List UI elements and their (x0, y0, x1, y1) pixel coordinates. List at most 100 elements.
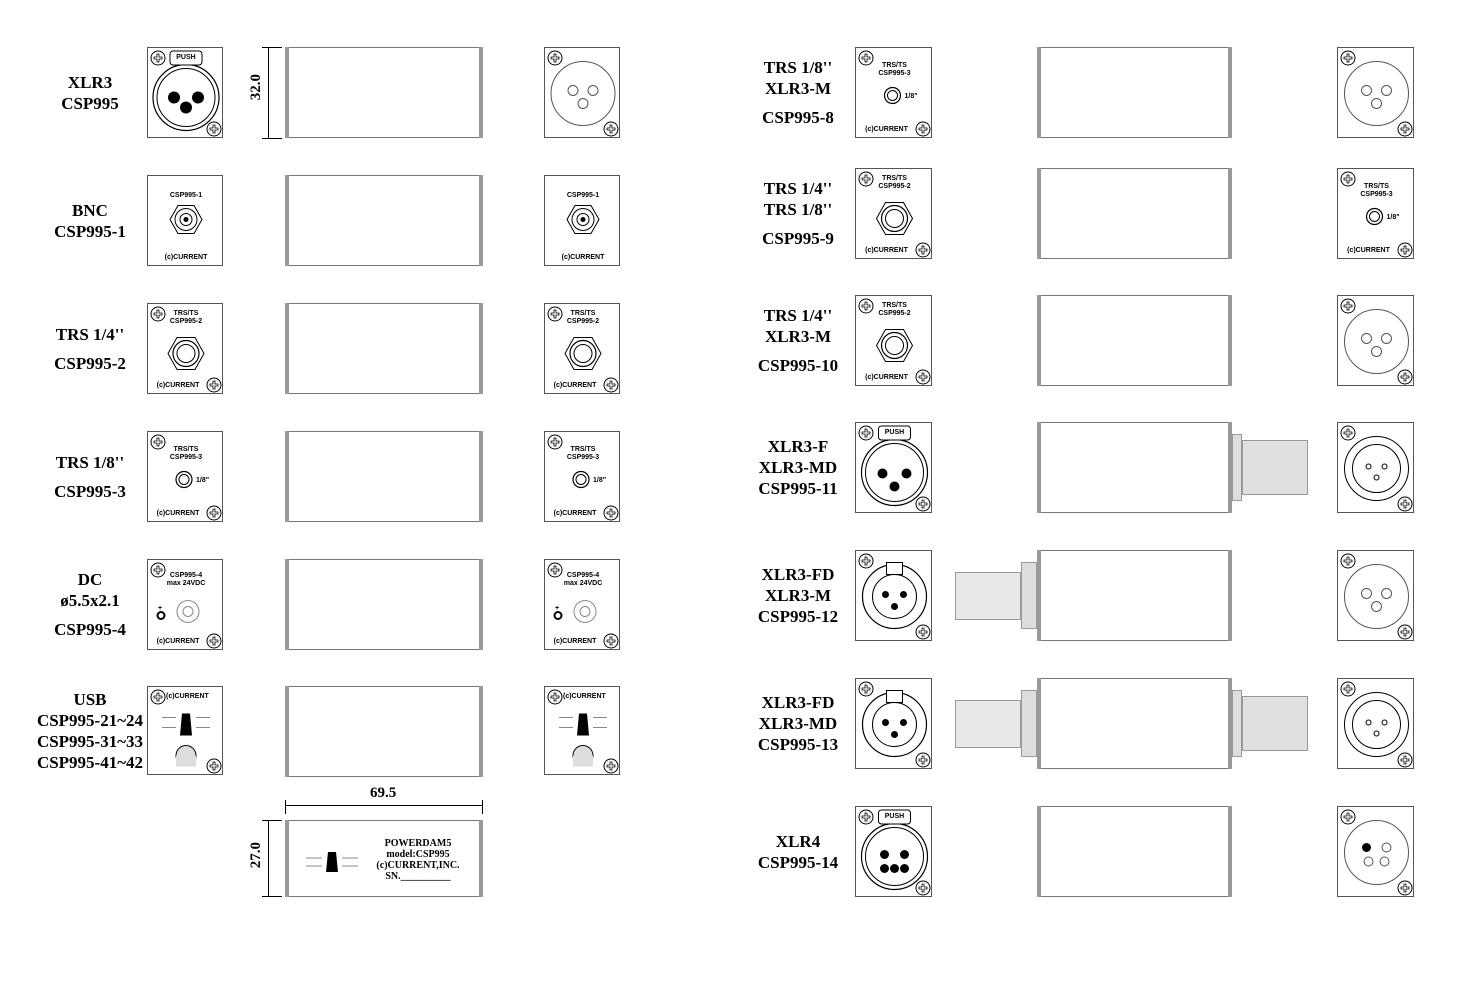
screw-icon (603, 121, 619, 137)
screw-icon (206, 758, 222, 774)
panel-brand: (c)CURRENT (1347, 247, 1390, 254)
panel-model: CSP995-3 (1360, 191, 1393, 198)
enclosure-body (285, 47, 483, 138)
label-line: CSP995-21~24 (36, 710, 144, 730)
panel-graphic (858, 425, 931, 512)
dimension-tick (285, 800, 286, 814)
label-gap (728, 347, 868, 355)
dimension-line-width (285, 805, 483, 806)
panel-type: TRS/TS (882, 175, 907, 182)
label-line: CSP995-3 (54, 481, 126, 501)
panel-brand: (c)CURRENT (561, 254, 605, 261)
panel-xlr-fd (855, 550, 932, 641)
label-gap (728, 99, 868, 107)
enclosure-body (1037, 550, 1232, 641)
panel-graphic (858, 681, 931, 768)
plug-rear-collar (1232, 690, 1242, 757)
enclosure-body (1037, 422, 1232, 513)
label-line: CSP995-14 (757, 852, 839, 872)
screw-icon (858, 809, 874, 825)
label-line: XLR3 (67, 72, 113, 92)
enclosure-body (285, 559, 483, 650)
label-line: CSP995-8 (762, 108, 834, 127)
label-line: XLR3-FD (761, 565, 835, 584)
panel-model: CSP995-1 (169, 192, 203, 199)
panel-graphic (858, 50, 931, 137)
label-gap (728, 220, 868, 228)
panel-brand: (c)CURRENT (553, 382, 597, 389)
panel-graphic (150, 689, 222, 774)
polarity-plus: + (555, 604, 560, 612)
screw-icon (150, 50, 166, 66)
label-line: CSP995-4 (54, 620, 126, 639)
label-gap (20, 611, 160, 619)
label-line: TRS 1/4'' (763, 179, 833, 198)
dimension-tick (262, 47, 282, 48)
screw-icon (915, 752, 931, 768)
panel-model: CSP995-2 (878, 183, 911, 190)
label-line: TRS 1/8'' (763, 58, 833, 77)
enclosure-body (1037, 47, 1232, 138)
dimension-height-bottom: 27.0 (248, 842, 264, 869)
label-line: CSP995 (61, 93, 119, 113)
screw-icon (150, 562, 166, 578)
screw-icon (915, 242, 931, 258)
jack-size: 1/8" (904, 92, 918, 100)
panel-graphic (1340, 50, 1413, 137)
screw-icon (858, 298, 874, 314)
screw-icon (206, 505, 222, 521)
screw-icon (150, 306, 166, 322)
screw-icon (1340, 809, 1356, 825)
label-gap (20, 473, 160, 481)
nameplate: POWERDAM5 model:CSP995 (c)CURRENT,INC. S… (368, 838, 468, 882)
panel-type: TRS/TS (570, 310, 596, 317)
label-line: CSP995-41~42 (36, 752, 144, 772)
screw-icon (1340, 298, 1356, 314)
screw-icon (547, 434, 563, 450)
jack-size: 1/8" (593, 476, 607, 484)
panel-model: CSP995-2 (169, 318, 203, 325)
panel-brand: (c)CURRENT (553, 510, 597, 517)
panel-brand: (c)CURRENT (865, 126, 908, 133)
panel-type: TRS/TS (173, 310, 199, 317)
enclosure-body (1037, 806, 1232, 897)
screw-icon (915, 624, 931, 640)
panel-brand: (c)CURRENT (563, 693, 606, 700)
screw-icon (1397, 624, 1413, 640)
label-line: XLR3-MD (758, 458, 838, 477)
panel-model: CSP995-1 (566, 192, 600, 199)
dimension-tick (262, 138, 282, 139)
dimension-tick (482, 800, 483, 814)
screw-icon (547, 689, 563, 705)
panel-model: CSP995-3 (169, 454, 203, 461)
label-line: ø5.5x2.1 (60, 591, 120, 610)
panel-type: TRS/TS (1364, 183, 1389, 190)
panel-model: CSP995-4 (169, 572, 203, 579)
panel-bnc: CSP995-1 (c)CURRENT (544, 175, 620, 266)
label-line: CSP995-2 (54, 353, 126, 373)
label-line: CSP995-10 (757, 356, 839, 375)
panel-graphic (1340, 425, 1413, 512)
label-line: CSP995-13 (757, 735, 839, 754)
row-label: TRS 1/8'' XLR3-M CSP995-8 (728, 57, 868, 128)
label-line: CSP995-31~33 (36, 731, 144, 751)
panel-graphic (169, 205, 203, 234)
label-line: XLR3-M (764, 79, 832, 98)
label-line: XLR3-MD (758, 714, 838, 733)
screw-icon (1340, 50, 1356, 66)
panel-usb: (c)CURRENT (544, 686, 620, 775)
nameplate-line: (c)CURRENT,INC. (376, 860, 460, 871)
panel-graphic (547, 689, 619, 774)
panel-model: CSP995-3 (878, 70, 911, 77)
panel-xlr-push: PUSH (855, 422, 932, 513)
